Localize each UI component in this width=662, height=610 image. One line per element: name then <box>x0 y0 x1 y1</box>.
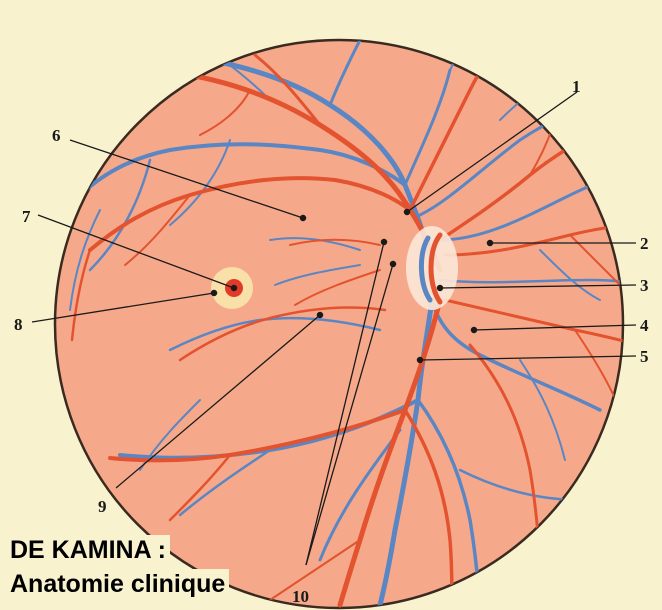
label-8: 8 <box>14 315 23 334</box>
label-7: 7 <box>22 207 31 226</box>
label-5: 5 <box>640 347 649 366</box>
label-9: 9 <box>98 497 107 516</box>
label-4: 4 <box>640 316 649 335</box>
label-3: 3 <box>640 276 649 295</box>
caption-title: Anatomie clinique <box>6 569 229 599</box>
label-6: 6 <box>52 126 61 145</box>
label-1: 1 <box>572 77 581 96</box>
label-2: 2 <box>640 234 649 253</box>
caption-source: DE KAMINA : <box>6 535 170 565</box>
label-10: 10 <box>292 587 309 606</box>
